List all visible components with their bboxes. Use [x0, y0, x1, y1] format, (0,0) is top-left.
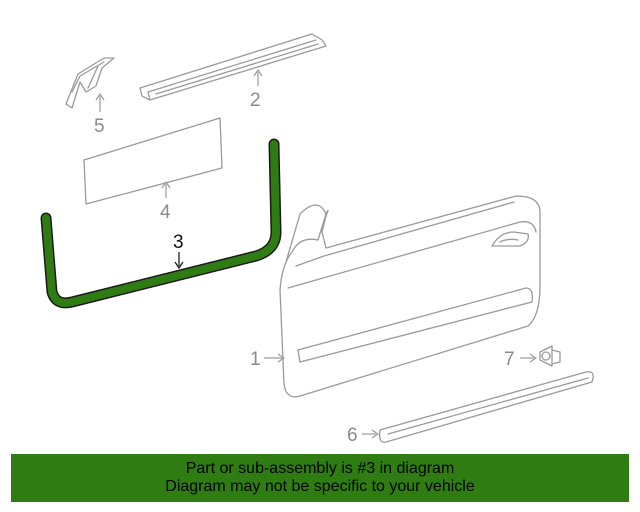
callout-2: 2 [250, 90, 261, 111]
leader-7-arrow [529, 353, 538, 363]
leader-5-arrow [95, 92, 105, 101]
part-5-molding[interactable] [65, 57, 115, 109]
parts-diagram: 2 5 4 3 1 7 [40, 33, 594, 446]
part-2-molding[interactable] [139, 33, 327, 101]
leader-6-arrow [371, 429, 380, 439]
part-6-molding[interactable] [378, 371, 594, 443]
part-3-weatherstrip[interactable] [40, 138, 282, 309]
callout-3: 3 [173, 232, 184, 253]
info-banner: Part or sub-assembly is #3 in diagram Di… [11, 454, 629, 502]
leader-3-arrow [174, 261, 184, 270]
leader-2-arrow [253, 68, 263, 77]
banner-line-1: Part or sub-assembly is #3 in diagram [185, 460, 455, 477]
part-1-door[interactable] [279, 195, 541, 398]
callout-5: 5 [94, 116, 105, 137]
leader-4-arrow [161, 180, 171, 189]
leader-1-arrow [277, 353, 286, 363]
callout-1: 1 [250, 349, 261, 370]
part-4-panel[interactable] [83, 117, 223, 205]
banner-line-2: Diagram may not be specific to your vehi… [165, 478, 475, 495]
callout-4: 4 [160, 202, 171, 223]
callout-7: 7 [504, 349, 515, 370]
part-7-clip[interactable] [539, 345, 561, 367]
callout-6: 6 [347, 425, 358, 446]
